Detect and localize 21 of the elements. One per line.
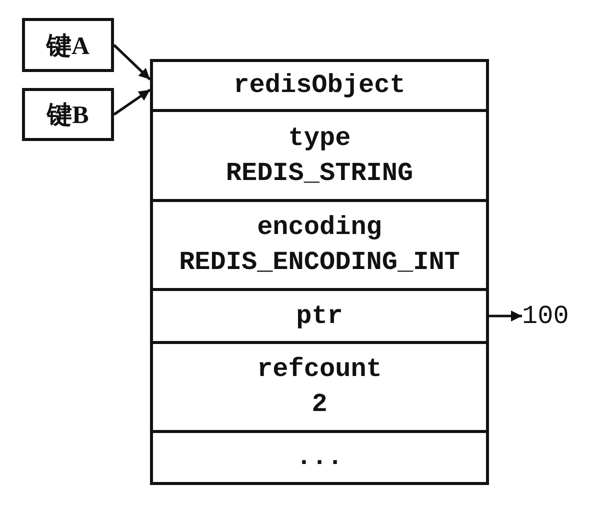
field-name: encoding [257,211,382,244]
field-name: type [288,122,351,154]
ellipsis-text: ... [296,441,343,474]
field-value: REDIS_ENCODING_INT [179,246,460,279]
table-row [150,199,489,291]
key-box: 键B [22,88,114,141]
field-name: refcount [257,353,382,386]
table-row [150,341,489,433]
field-value: 2 [312,388,328,421]
field-name: ptr [296,300,343,332]
table-row [150,430,489,485]
table-row [150,109,489,202]
arrow [113,88,151,116]
table-row [150,59,489,112]
value-text: 100 [522,298,576,334]
arrow [113,44,151,80]
field-value: REDIS_STRING [226,156,414,190]
key-box: 键A [22,18,114,72]
struct-name: redisObject [234,69,406,102]
arrow [489,310,522,322]
table-row [150,288,489,344]
